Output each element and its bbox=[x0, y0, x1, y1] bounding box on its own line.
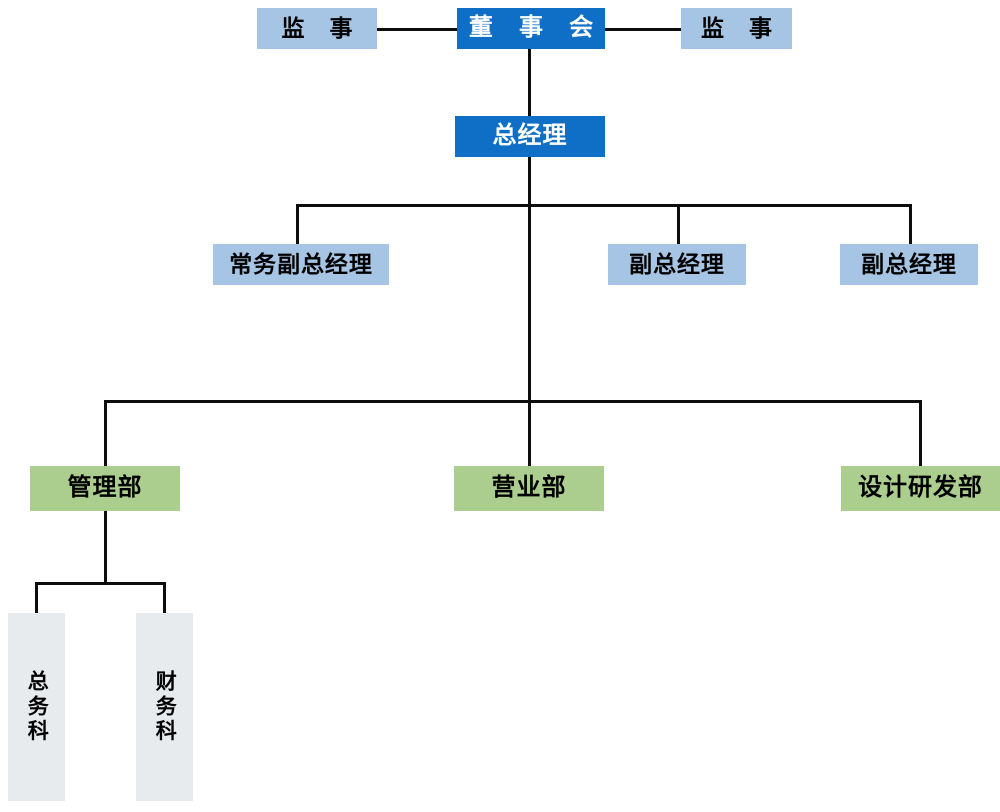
connector-management-to-sections bbox=[104, 511, 107, 582]
node-department-design-and-rd[interactable]: 设计研发部 bbox=[841, 466, 1000, 511]
connector-board-to-supervisor-right bbox=[604, 28, 682, 31]
connector-department-drop-design bbox=[919, 400, 922, 466]
connector-vice-gm-drop-exec bbox=[296, 204, 299, 244]
node-department-management[interactable]: 管理部 bbox=[30, 466, 180, 511]
node-department-sales[interactable]: 营业部 bbox=[454, 466, 604, 511]
connector-department-bus bbox=[104, 400, 922, 403]
connector-section-drop-finance bbox=[163, 582, 166, 613]
node-executive-vice-general-manager[interactable]: 常务副总经理 bbox=[213, 244, 389, 285]
connector-board-to-gm bbox=[528, 49, 531, 116]
connector-gm-down-trunk bbox=[528, 157, 531, 403]
connector-vice-gm-bus bbox=[296, 204, 912, 207]
node-board-of-directors[interactable]: 董 事 会 bbox=[457, 8, 605, 49]
connector-section-bus bbox=[35, 582, 166, 585]
connector-section-drop-general-affairs bbox=[35, 582, 38, 613]
node-general-manager[interactable]: 总经理 bbox=[455, 116, 605, 157]
connector-vice-gm-drop-1 bbox=[677, 204, 680, 244]
connector-vice-gm-drop-2 bbox=[909, 204, 912, 244]
node-supervisor-left[interactable]: 监 事 bbox=[257, 8, 377, 49]
connector-department-drop-management bbox=[104, 400, 107, 466]
connector-board-to-supervisor-left bbox=[376, 28, 458, 31]
node-supervisor-right[interactable]: 监 事 bbox=[681, 8, 792, 49]
connector-department-drop-sales bbox=[528, 400, 531, 466]
node-section-finance[interactable]: 财务科 bbox=[136, 613, 193, 801]
node-section-general-affairs[interactable]: 总务科 bbox=[8, 613, 65, 801]
node-vice-general-manager-2[interactable]: 副总经理 bbox=[840, 244, 978, 285]
node-vice-general-manager-1[interactable]: 副总经理 bbox=[608, 244, 746, 285]
